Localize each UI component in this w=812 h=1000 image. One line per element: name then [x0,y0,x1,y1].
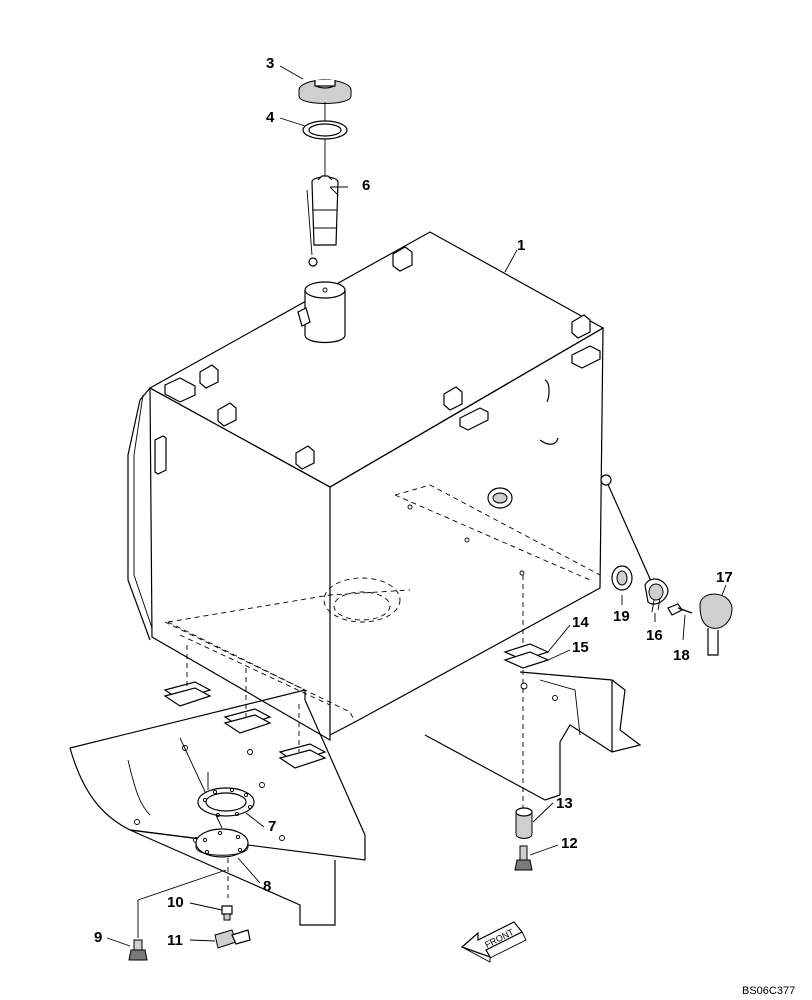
callout-15: 15 [572,639,589,656]
shim-group-left [163,645,327,769]
callout-1: 1 [517,237,525,254]
callout-12: 12 [561,835,578,852]
callout-14: 14 [572,614,589,631]
callout-16: 16 [646,627,663,644]
drawing-code: BS06C377 [742,985,795,997]
callout-7: 7 [268,818,276,835]
callout-4: 4 [266,109,275,126]
callout-18: 18 [673,647,690,664]
callout-19: 19 [613,608,630,625]
base-frame [69,671,642,926]
hydraulic-tank [127,231,605,742]
callout-3: 3 [266,55,274,72]
callout-13: 13 [556,795,573,812]
callout-labels: 1 3 4 6 7 8 9 10 11 12 13 14 15 16 17 18… [94,55,733,949]
top-parts [298,79,352,267]
leader-lines [106,65,727,947]
level-gauge-parts [600,474,733,656]
flange-and-bolts [128,772,533,961]
front-direction-arrow: FRONT [460,921,527,963]
callout-11: 11 [167,932,183,949]
callout-6: 6 [362,177,370,194]
callout-10: 10 [167,894,184,911]
callout-8: 8 [263,878,271,895]
callout-17: 17 [716,569,733,586]
callout-9: 9 [94,929,102,946]
shims-14-15 [503,575,550,810]
